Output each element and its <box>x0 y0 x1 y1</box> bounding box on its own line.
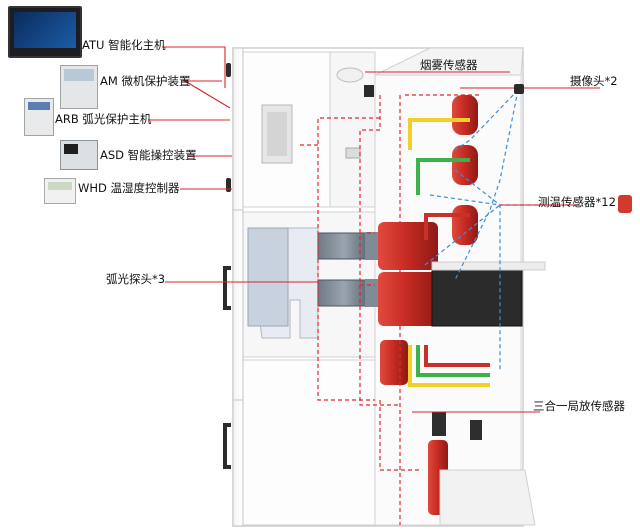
touch-screen-monitor-icon <box>8 6 82 58</box>
circuit-breaker-truck <box>247 227 379 339</box>
smoke-sensor-label: 烟雾传感器 <box>420 58 478 72</box>
control-module <box>261 104 361 164</box>
temp-sensor-label: 测温传感器*12 <box>538 195 616 209</box>
sensor-wiring-red <box>300 94 480 525</box>
camera-icon <box>514 84 524 94</box>
left-device-label-asd: ASD 智能操控装置 <box>100 148 197 162</box>
contact-assemblies <box>378 222 546 327</box>
arc-protection-host-icon <box>24 98 54 136</box>
leader-lines <box>148 46 600 413</box>
smart-control-device-icon <box>60 140 98 170</box>
arc-probe-label: 弧光探头*3 <box>106 272 166 286</box>
left-device-label-atu: ATU 智能化主机 <box>82 38 166 52</box>
smoke-sensor <box>336 67 374 97</box>
left-device-label-am: AM 微机保护装置 <box>100 74 191 88</box>
left-device-label-arb: ARB 弧光保护主机 <box>55 112 152 126</box>
temperature-sensor-icon <box>618 195 632 213</box>
cable-terminal-assembly <box>380 340 536 526</box>
partial-discharge-sensor-label: 三合一局放传感器 <box>533 399 625 413</box>
busbar-insulators <box>408 95 478 245</box>
left-device-label-whd: WHD 温湿度控制器 <box>78 181 180 195</box>
temp-humidity-controller-icon <box>44 178 76 204</box>
protection-relay-icon <box>60 65 98 109</box>
camera-label: 摄像头*2 <box>570 74 618 88</box>
